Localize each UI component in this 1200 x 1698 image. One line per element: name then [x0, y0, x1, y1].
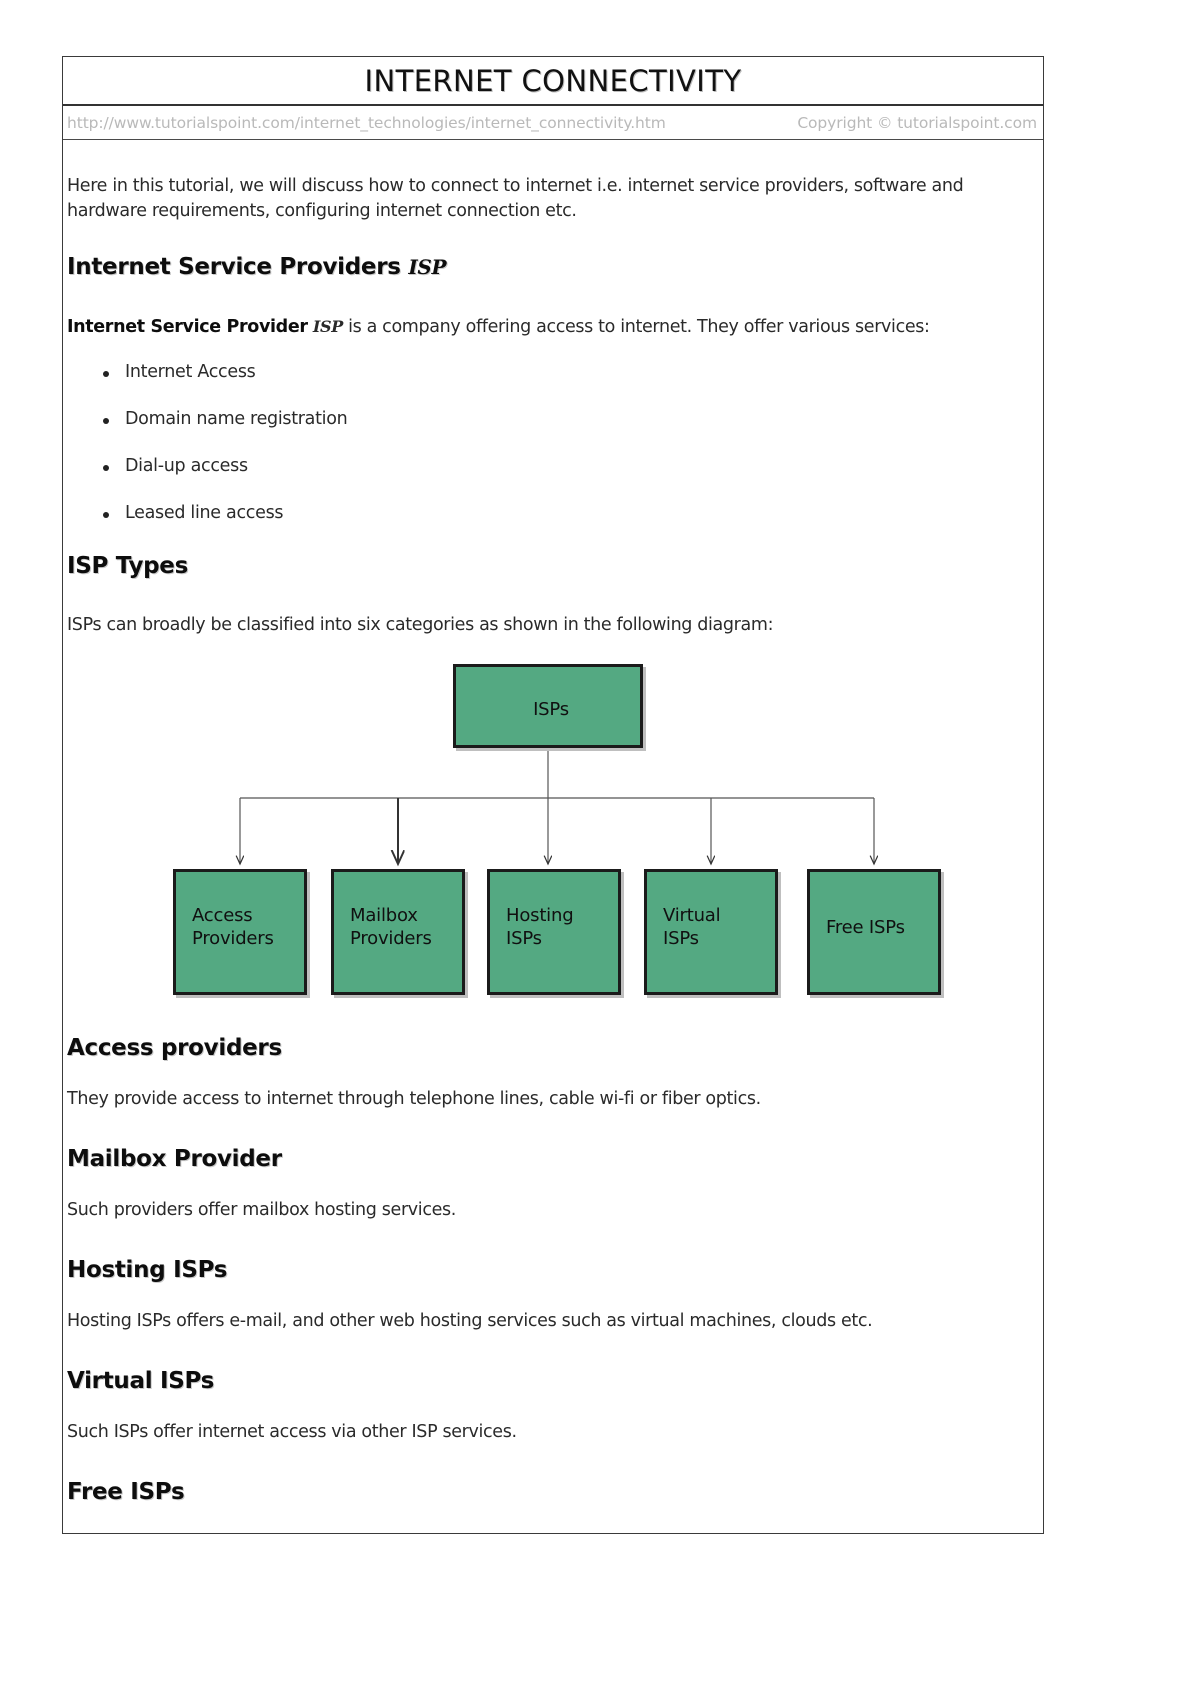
isp-definition-term: Internet Service Provider	[67, 317, 308, 337]
isp-definition-paragraph: Internet Service Provider ISP is a compa…	[67, 314, 1031, 340]
diagram-node-access-providers: Access Providers	[173, 869, 307, 995]
diagram-node-label: Free ISPs	[826, 917, 905, 938]
heading-virtual-isps: Virtual ISPs	[67, 1368, 215, 1394]
source-url: http://www.tutorialspoint.com/internet_t…	[67, 113, 666, 132]
body-mailbox-provider: Such providers offer mailbox hosting ser…	[67, 1200, 456, 1220]
diagram-node-label: Mailbox Providers	[350, 905, 432, 949]
isp-types-diagram: ISPs Access Providers Mailbox Providers …	[67, 656, 1031, 1001]
list-item: Internet Access	[103, 362, 1031, 382]
isp-services-list: Internet Access Domain name registration…	[67, 362, 1031, 523]
heading-isp-types: ISP Types	[67, 553, 188, 579]
list-item: Domain name registration	[103, 409, 1031, 429]
body-access-providers: They provide access to internet through …	[67, 1089, 761, 1109]
diagram-node-root: ISPs	[453, 664, 643, 748]
heading-internet-service-providers: Internet Service Providers ISP	[67, 254, 1031, 280]
diagram-node-hosting-isps: Hosting ISPs	[487, 869, 621, 995]
diagram-node-free-isps: Free ISPs	[807, 869, 941, 995]
isp-definition-rest: is a company offering access to internet…	[342, 317, 930, 337]
diagram-node-mailbox-providers: Mailbox Providers	[331, 869, 465, 995]
isp-types-intro: ISPs can broadly be classified into six …	[67, 615, 774, 635]
body-virtual-isps: Such ISPs offer internet access via othe…	[67, 1422, 517, 1442]
heading-free-isps: Free ISPs	[67, 1479, 185, 1505]
heading-mailbox-provider: Mailbox Provider	[67, 1146, 282, 1172]
diagram-node-label: Hosting ISPs	[506, 905, 574, 949]
list-item: Leased line access	[103, 503, 1031, 523]
heading-abbreviation: ISP	[408, 255, 447, 279]
document-page: INTERNET CONNECTIVITY http://www.tutoria…	[62, 56, 1044, 1534]
heading-hosting-isps: Hosting ISPs	[67, 1257, 228, 1283]
diagram-node-virtual-isps: Virtual ISPs	[644, 869, 778, 995]
copyright-notice: Copyright © tutorialspoint.com	[797, 113, 1037, 132]
document-content: Here in this tutorial, we will discuss h…	[63, 174, 1043, 1505]
document-title-band: INTERNET CONNECTIVITY	[63, 57, 1043, 106]
diagram-connectors	[67, 751, 1017, 1001]
heading-access-providers: Access providers	[67, 1035, 282, 1061]
diagram-node-label: Virtual ISPs	[663, 905, 721, 949]
isp-definition-abbr: ISP	[312, 317, 343, 336]
heading-text: Internet Service Providers	[67, 254, 401, 280]
list-item: Dial-up access	[103, 456, 1031, 476]
diagram-node-label: ISPs	[533, 698, 569, 720]
page-title: INTERNET CONNECTIVITY	[364, 63, 742, 98]
intro-paragraph: Here in this tutorial, we will discuss h…	[67, 176, 964, 221]
isp-type-descriptions: Access providers They provide access to …	[67, 1035, 1031, 1505]
document-meta-band: http://www.tutorialspoint.com/internet_t…	[63, 106, 1043, 140]
diagram-node-label: Access Providers	[192, 905, 274, 949]
body-hosting-isps: Hosting ISPs offers e-mail, and other we…	[67, 1311, 873, 1331]
